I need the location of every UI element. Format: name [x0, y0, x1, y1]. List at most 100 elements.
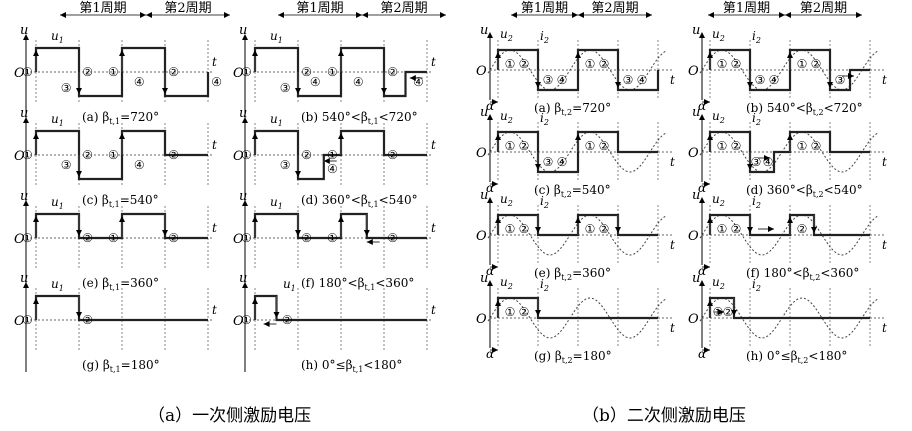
- primary-panel-2-t-label: t: [212, 138, 217, 152]
- secondary-panel-2-alpha-label: α: [486, 181, 494, 195]
- secondary-panel-4-marker-1: ②: [519, 222, 530, 236]
- primary-panel-5-edge-arrow-3-head: [363, 230, 370, 236]
- secondary-panel-1-alpha-arrow-head: [704, 99, 710, 105]
- primary-panel-1-marker-2: ①: [327, 65, 338, 79]
- secondary-panel-1-marker-4: ①: [797, 57, 808, 71]
- secondary-panel-7-shift-arrow-head: [718, 309, 724, 315]
- primary-panel-1-edge-arrow-0-head: [252, 50, 258, 56]
- secondary-panel-1-origin-label: O: [688, 64, 699, 79]
- secondary-left-header-period2-label: 第2周期: [591, 1, 638, 16]
- secondary-panel-1-u2-label: u2: [712, 27, 725, 43]
- secondary-panel-4-caption: (e) βt,2=360°: [534, 266, 611, 282]
- secondary-panel-6-u2-label: u2: [500, 275, 513, 291]
- secondary-panel-1-edge-arrow-0-head: [707, 52, 713, 58]
- primary-panel-2-marker-5: ④: [134, 158, 145, 172]
- primary-panel-1-edge-arrow-2-head: [338, 50, 344, 56]
- secondary-panel-4-t-label: t: [670, 238, 675, 252]
- primary-panel-0-origin-label: O: [14, 66, 25, 81]
- primary-left-header-p1-arrow-l: [60, 12, 66, 18]
- secondary-panel-2-marker-2: ③: [543, 155, 554, 169]
- secondary-right-header-period1-label: 第1周期: [723, 1, 770, 16]
- secondary-panel-5-t-label: t: [882, 238, 887, 252]
- primary-panel-1-u-label: u: [239, 23, 247, 38]
- primary-panel-1-shift-arrow-head: [409, 75, 416, 81]
- secondary-panel-1-u-axis-arrow: [699, 32, 705, 38]
- primary-panel-3-edge-arrow-1-head: [295, 171, 301, 177]
- secondary-panel-0-marker-3: ④: [557, 73, 568, 87]
- primary-panel-4-edge-arrow-2-head: [119, 216, 125, 222]
- secondary-panel-3-alpha-label: α: [698, 181, 706, 195]
- secondary-panel-7-current-wave: [699, 297, 879, 339]
- secondary-panel-1-edge-arrow-2-head: [787, 52, 793, 58]
- waveform-layer: [33, 46, 879, 353]
- primary-right-header-period2-label: 第2周期: [380, 1, 427, 16]
- secondary-panel-1-i2-label: i2: [752, 29, 761, 45]
- primary-panel-0-edge-arrow-3-head: [162, 88, 168, 94]
- secondary-panel-4-alpha-label: α: [486, 264, 494, 278]
- secondary-panel-7-u-axis-arrow: [699, 280, 705, 286]
- primary-panel-3-marker-2: ①: [327, 148, 338, 162]
- secondary-panel-0-edge-arrow-2-head: [575, 52, 581, 58]
- primary-panel-2-marker-0: ①: [22, 148, 33, 162]
- secondary-panel-2-edge-arrow-0-head: [495, 134, 501, 140]
- primary-panel-3-edge-arrow-2-head: [338, 133, 344, 139]
- primary-panel-3-waveform: [253, 129, 427, 181]
- primary-panel-4-marker-2: ①: [108, 231, 119, 245]
- secondary-panel-2-alpha-arrow-head: [492, 181, 498, 187]
- secondary-panel-3-marker-5: ②: [811, 139, 822, 153]
- secondary-panel-3-marker-1: ②: [731, 139, 742, 153]
- primary-left-header-p2-arrow-l: [146, 12, 152, 18]
- primary-panel-5-edge-arrow-0-head: [252, 216, 258, 222]
- secondary-panel-5-marker-1: ②: [731, 222, 742, 236]
- secondary-panel-2-origin-label: O: [476, 146, 487, 161]
- primary-panel-1-caption: (b) 540°<βt,1<720°: [301, 110, 418, 126]
- secondary-panel-6-u-label: u: [480, 271, 488, 286]
- primary-panel-4-marker-1: ②: [82, 231, 93, 245]
- secondary-panel-3-alpha-arrow-head: [704, 181, 710, 187]
- secondary-left-header-p1-arrow-r: [572, 12, 578, 18]
- primary-right-header-period1-label: 第1周期: [296, 1, 343, 16]
- primary-panel-7-u1-label: u1: [283, 277, 296, 293]
- secondary-panel-2-t-label: t: [670, 155, 675, 169]
- secondary-panel-6-edge-arrow-1-head: [535, 310, 541, 316]
- secondary-panel-3-t-label: t: [882, 155, 887, 169]
- primary-panel-5-edge-arrow-2-head: [338, 216, 344, 222]
- secondary-panel-1-marker-1: ②: [731, 57, 742, 71]
- primary-panel-7-marker-1: ②: [282, 313, 293, 327]
- secondary-panel-5-u-label: u: [692, 188, 700, 203]
- primary-panel-6-u-label: u: [20, 271, 28, 286]
- secondary-panel-4-edge-arrow-0-head: [495, 217, 501, 223]
- secondary-panel-6-i2-label: i2: [540, 277, 549, 293]
- primary-panel-3-caption: (d) 360°<βt,1<540°: [301, 193, 418, 209]
- secondary-panel-5-edge-arrow-0-head: [707, 217, 713, 223]
- secondary-panel-6-origin-label: O: [476, 312, 487, 327]
- secondary-panel-6-marker-0: ①: [505, 305, 516, 319]
- primary-panel-3-marker-3: ②: [387, 148, 398, 162]
- secondary-panel-7-u2-label: u2: [712, 275, 725, 291]
- secondary-panel-2-marker-1: ②: [519, 139, 530, 153]
- secondary-right-header-p2-arrow-l: [785, 12, 791, 18]
- secondary-panel-1-marker-6: ③: [835, 73, 846, 87]
- primary-panel-2-u-axis-arrow: [23, 117, 29, 123]
- primary-panel-1-marker-4: ③: [280, 81, 291, 95]
- primary-panel-0-marker-1: ②: [82, 65, 93, 79]
- secondary-right-header-p1-arrow-l: [708, 12, 714, 18]
- secondary-panel-1-u-label: u: [692, 23, 700, 38]
- primary-panel-4-caption: (e) βt,1=360°: [82, 276, 159, 292]
- secondary-panel-4-edge-arrow-2-head: [575, 217, 581, 223]
- secondary-panel-4-edge-arrow-1-head: [535, 227, 541, 233]
- secondary-panel-0-t-label: t: [670, 73, 675, 87]
- secondary-panel-3-u-label: u: [692, 105, 700, 120]
- primary-panel-6-edge-arrow-0-head: [33, 298, 39, 304]
- secondary-panel-5-marker-0: ①: [717, 222, 728, 236]
- primary-panel-0-marker-2: ①: [108, 65, 119, 79]
- secondary-panel-5-alpha-arrow-head: [704, 264, 710, 270]
- secondary-panel-1-marker-0: ①: [717, 57, 728, 71]
- primary-left-header-period1-label: 第1周期: [79, 1, 126, 16]
- secondary-panel-2-edge-arrow-2-head: [575, 134, 581, 140]
- primary-panel-1-edge-arrow-3-head: [381, 88, 387, 94]
- primary-panel-7-origin-label: O: [233, 314, 244, 329]
- secondary-panel-3-edge-arrow-2-head: [787, 134, 793, 140]
- primary-panel-1-u-axis-arrow: [242, 34, 248, 40]
